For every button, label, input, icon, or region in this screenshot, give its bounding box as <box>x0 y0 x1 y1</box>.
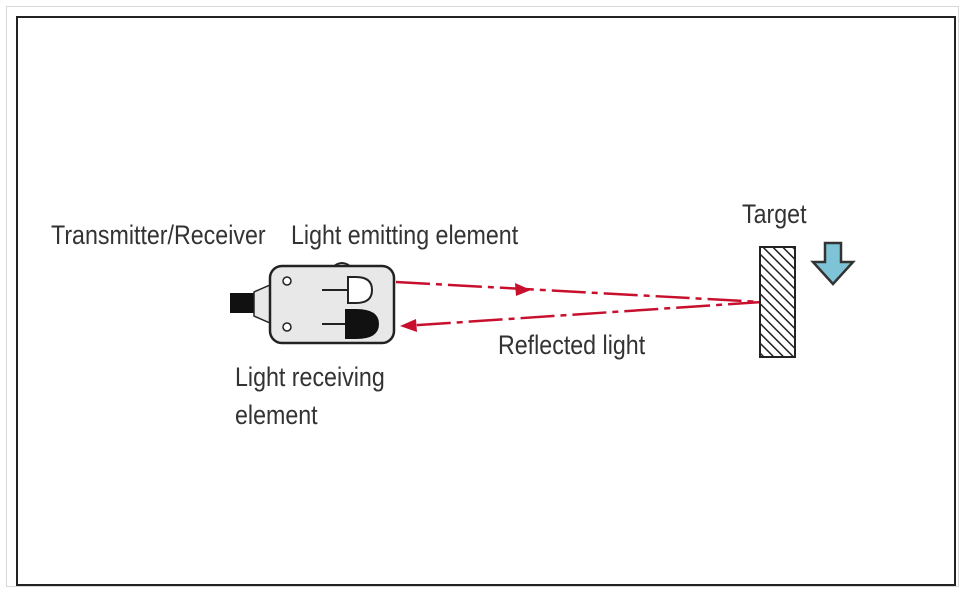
light-emitting-element-icon <box>322 276 374 304</box>
light-receiving-element-label: Light receiving element <box>235 358 385 434</box>
reflected-light-label: Reflected light <box>498 330 646 360</box>
light-emitting-element-label: Light emitting element <box>291 220 519 250</box>
diagram-frame <box>16 16 956 586</box>
reflected-beam-arrowhead <box>400 319 417 332</box>
light-receiving-element-icon <box>322 309 380 339</box>
target-motion-down-arrow-icon <box>810 241 856 286</box>
sensor-cable <box>230 283 271 325</box>
reflected-beam <box>400 300 763 332</box>
emitted-beam-arrowhead <box>515 283 531 296</box>
screw-hole-top <box>282 276 292 286</box>
emitted-beam <box>395 280 763 304</box>
target-block <box>759 246 796 358</box>
transmitter-receiver-label: Transmitter/Receiver <box>51 220 266 250</box>
light-receiving-label-line1: Light receiving <box>235 362 385 392</box>
light-receiving-label-line2: element <box>235 400 318 430</box>
screw-hole-bottom <box>282 322 292 332</box>
target-label: Target <box>742 199 807 229</box>
